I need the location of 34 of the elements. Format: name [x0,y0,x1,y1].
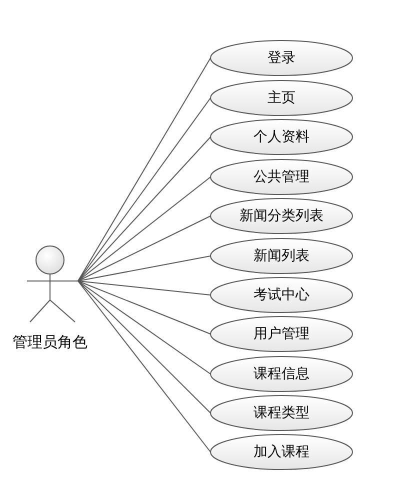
association-line [78,280,211,374]
use-case-ellipse [210,277,353,313]
use-case-ellipse [210,434,353,470]
association-line [78,280,211,334]
association-line [78,176,211,282]
association-line [78,58,211,282]
association-line [78,280,211,452]
use-case-label: 个人资料 [254,128,310,146]
association-line [78,280,211,296]
use-case-ellipse [210,316,353,352]
use-case-ellipse [210,80,353,116]
use-case-ellipse [210,119,353,155]
use-case-label: 新闻分类列表 [240,207,324,225]
use-case-ellipse [210,198,353,234]
use-case-label: 用户管理 [254,325,310,343]
actor-name: 管理员角色 [12,333,88,352]
association-line [78,136,211,282]
use-case-ellipse [210,40,353,76]
association-line [78,216,211,282]
use-case-label: 加入课程 [254,443,310,461]
use-case-label: 课程信息 [254,365,310,383]
use-case-ellipse [210,159,353,195]
use-case-ellipse [210,395,353,431]
use-case-label: 课程类型 [254,404,310,422]
use-case-label: 新闻列表 [254,247,310,265]
use-case-label: 登录 [268,49,296,67]
use-case-ellipse [210,356,353,392]
association-line [78,280,211,414]
use-case-ellipse [210,238,353,274]
use-case-label: 主页 [268,89,296,107]
association-line [78,256,211,282]
association-line [78,98,211,282]
use-case-label: 公共管理 [254,168,310,186]
use-case-label: 考试中心 [254,286,310,304]
